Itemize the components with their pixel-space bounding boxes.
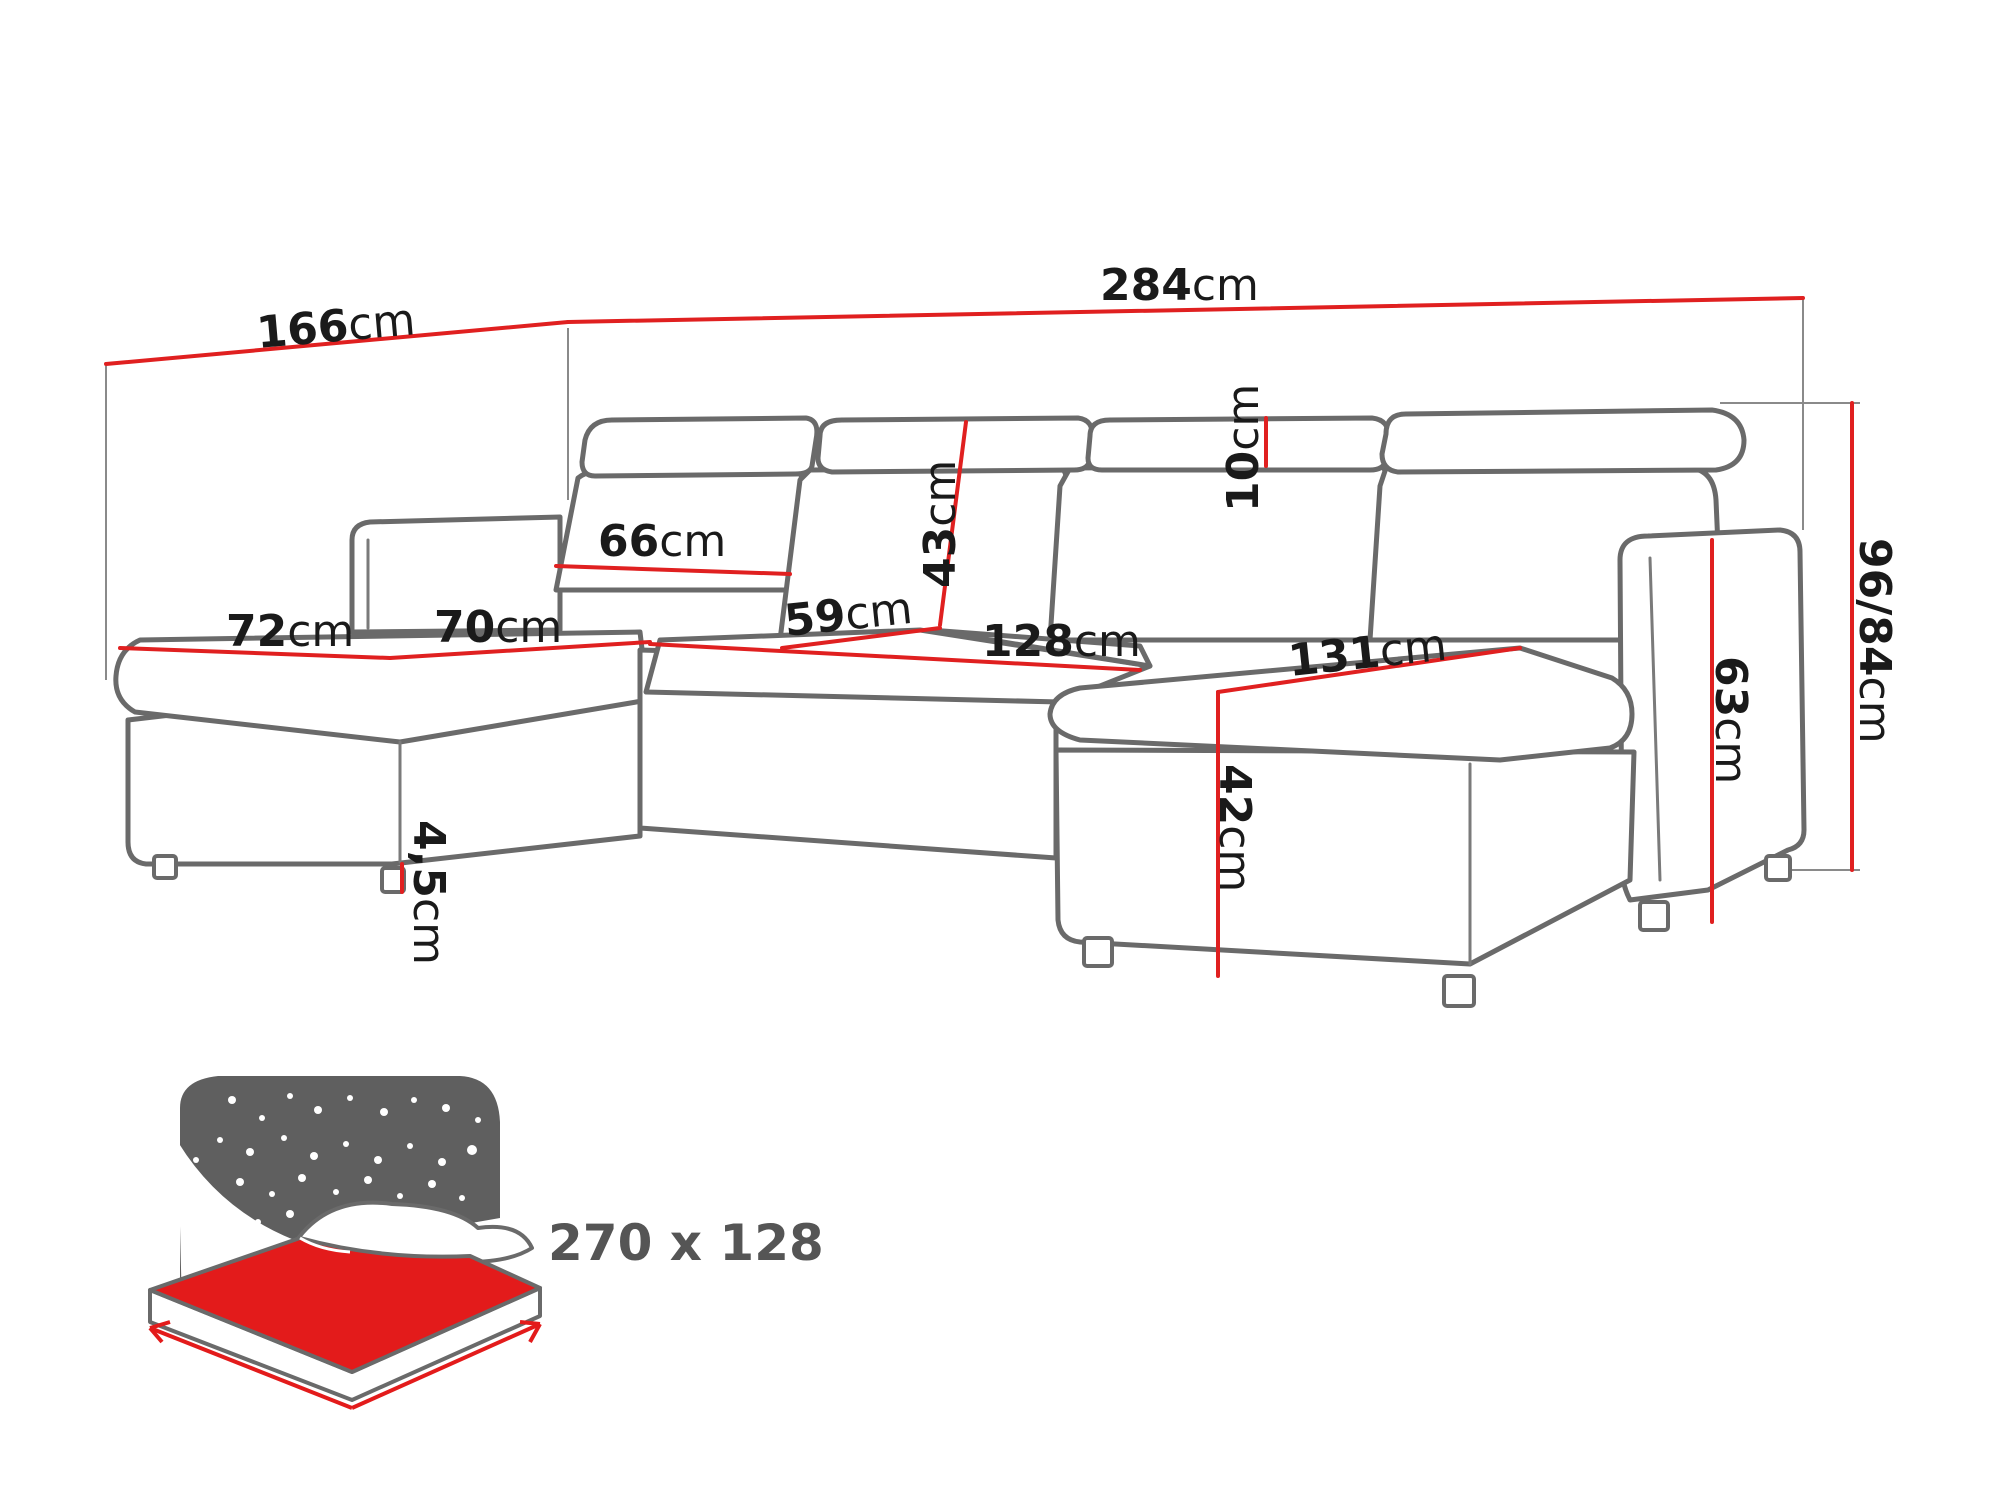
leg-3	[1082, 936, 1114, 968]
dim-line-72	[118, 646, 392, 660]
arrowhead-right-icon	[519, 1320, 542, 1343]
dim-line-43	[938, 420, 968, 627]
bed-icon	[148, 1076, 542, 1410]
star-icon	[467, 1145, 477, 1155]
sleeping-area-size: 270 x 128	[548, 1214, 824, 1272]
dim-line-70	[388, 640, 652, 660]
leg-4	[1442, 974, 1476, 1008]
star-icon	[314, 1106, 322, 1114]
label-seat-height: 42cm	[1209, 764, 1260, 892]
dim-line-131	[1216, 646, 1522, 694]
star-icon	[298, 1174, 306, 1182]
sofa-outline	[113, 407, 1807, 1008]
star-icon	[259, 1115, 265, 1121]
right-armrest-seam	[1648, 556, 1662, 882]
star-icon	[236, 1178, 244, 1186]
dim-line-59	[780, 626, 942, 650]
star-icon	[202, 1224, 210, 1232]
star-icon	[397, 1193, 403, 1199]
leg-6	[1764, 854, 1792, 882]
star-icon	[228, 1096, 236, 1104]
label-chaise-width-left: 70cm	[434, 602, 562, 653]
star-icon	[428, 1180, 436, 1188]
right-chaise-seat	[1047, 645, 1635, 763]
star-icon	[287, 1093, 293, 1099]
guide-lines	[105, 298, 1860, 871]
star-icon	[347, 1095, 353, 1101]
star-icon	[286, 1210, 294, 1218]
star-icon	[343, 1141, 349, 1147]
label-armrest-height: 63cm	[1705, 656, 1756, 784]
blanket-edge	[299, 1236, 351, 1254]
star-icon	[333, 1189, 339, 1195]
star-icon	[217, 1137, 223, 1143]
label-depth-right: 131cm	[1286, 620, 1449, 687]
label-seat-depth-left: 72cm	[226, 606, 354, 657]
star-icon	[269, 1191, 275, 1197]
dim-line-128	[648, 642, 1142, 672]
dim-line-284	[566, 296, 1805, 324]
star-icon	[442, 1104, 450, 1112]
headrest-1	[579, 415, 820, 479]
label-headrest-height: 10cm	[1218, 384, 1269, 512]
label-total-height: 96/84cm	[1849, 538, 1900, 744]
star-icon	[197, 1191, 203, 1197]
star-icon	[407, 1143, 413, 1149]
star-icon	[475, 1117, 481, 1123]
star-icon	[213, 1259, 219, 1265]
label-middle-width: 128cm	[982, 616, 1141, 667]
label-total-width: 284cm	[1100, 260, 1259, 311]
star-icon	[193, 1157, 199, 1163]
bed-arrow-left	[149, 1326, 353, 1410]
dim-line-66	[554, 564, 792, 576]
headrest-4	[1379, 407, 1747, 475]
star-icon	[281, 1135, 287, 1141]
leg-5	[1638, 900, 1670, 932]
dimension-lines	[104, 296, 1854, 978]
star-icon	[246, 1148, 254, 1156]
leg-1	[152, 854, 178, 880]
star-icon	[255, 1219, 261, 1225]
label-backrest-height: 43cm	[915, 460, 966, 588]
bed-arrow-right	[351, 1322, 541, 1410]
star-icon	[438, 1158, 446, 1166]
label-seat-depth-mid: 59cm	[782, 583, 915, 647]
star-icon	[374, 1156, 382, 1164]
star-icon	[233, 1245, 239, 1251]
label-depth-left: 166cm	[255, 294, 418, 359]
star-icon	[411, 1097, 417, 1103]
star-icon	[310, 1152, 318, 1160]
dimension-labels: 166cm 284cm 10cm 43cm 66cm 72cm 70cm 59c…	[226, 260, 1900, 965]
star-icon	[459, 1195, 465, 1201]
star-icon	[380, 1108, 388, 1116]
dim-line-166	[104, 320, 570, 366]
label-backrest-width: 66cm	[598, 516, 726, 567]
middle-seat-cushion-2	[927, 627, 1153, 669]
arrowhead-left-icon	[148, 1320, 171, 1344]
right-chaise-base	[1053, 747, 1637, 967]
label-leg-height: 4,5cm	[403, 820, 454, 965]
mattress-top	[148, 1236, 542, 1374]
star-icon	[364, 1176, 372, 1184]
